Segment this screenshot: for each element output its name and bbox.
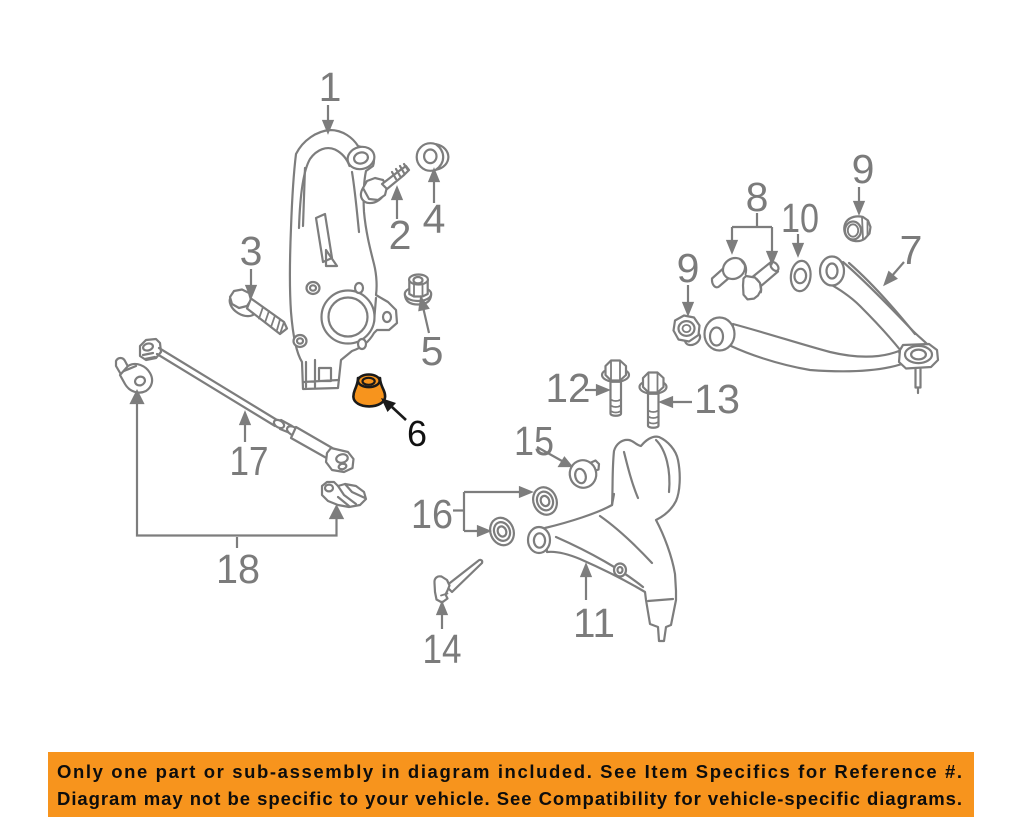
svg-text:15: 15 — [514, 418, 554, 464]
svg-text:1: 1 — [319, 64, 342, 110]
svg-text:5: 5 — [421, 328, 444, 374]
svg-text:Diagram may not be specific to: Diagram may not be specific to your vehi… — [57, 788, 962, 809]
svg-text:17: 17 — [230, 438, 269, 484]
svg-text:10: 10 — [781, 195, 819, 241]
svg-text:13: 13 — [694, 376, 740, 422]
svg-text:9: 9 — [677, 245, 700, 291]
svg-text:8: 8 — [746, 174, 769, 220]
svg-text:14: 14 — [423, 626, 462, 672]
svg-text:18: 18 — [216, 546, 260, 592]
svg-text:Only one part or sub-assembly: Only one part or sub-assembly in diagram… — [57, 761, 962, 782]
svg-text:3: 3 — [240, 228, 263, 274]
svg-text:11: 11 — [573, 600, 615, 646]
svg-text:9: 9 — [852, 146, 875, 192]
svg-text:2: 2 — [389, 212, 412, 258]
svg-text:12: 12 — [546, 365, 591, 411]
svg-text:16: 16 — [411, 491, 453, 537]
svg-text:7: 7 — [900, 227, 923, 273]
svg-text:6: 6 — [407, 413, 427, 454]
svg-text:4: 4 — [423, 196, 446, 242]
